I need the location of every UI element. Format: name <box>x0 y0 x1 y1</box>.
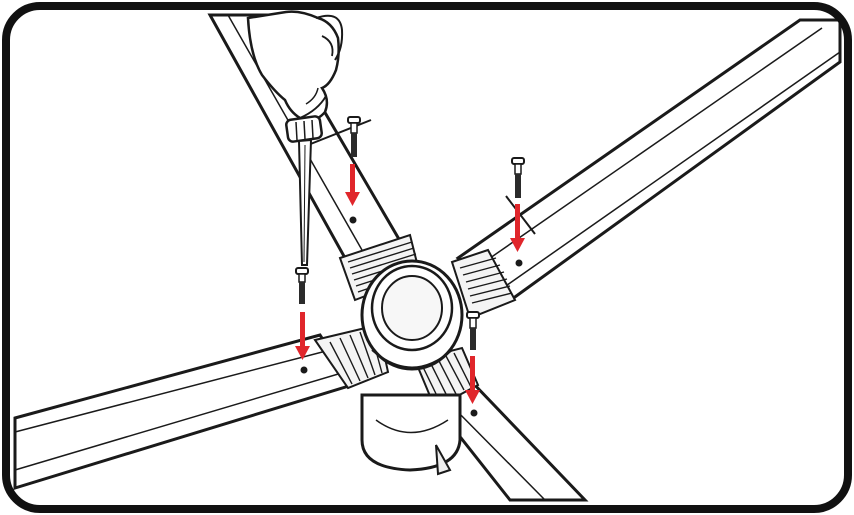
center-hub <box>360 259 464 476</box>
bolt-icon <box>466 311 480 350</box>
hole-dot-icon <box>470 409 478 417</box>
arrow-down-icon <box>465 356 480 404</box>
hole-dot-icon <box>515 259 523 267</box>
arrow-down-icon <box>345 164 360 206</box>
joint-ribs-right <box>450 248 517 320</box>
hand-icon <box>246 10 344 122</box>
hole-dot-icon <box>300 366 308 374</box>
arrow-down-icon <box>510 204 525 252</box>
bolt-icon <box>511 157 525 198</box>
hole-dot-icon <box>349 216 357 224</box>
arrow-down-icon <box>295 312 310 360</box>
bolt-icon <box>347 116 361 157</box>
screwdriver-icon <box>285 115 323 266</box>
blade-arm-lower-left <box>13 333 355 491</box>
bolt-icon <box>295 267 309 304</box>
